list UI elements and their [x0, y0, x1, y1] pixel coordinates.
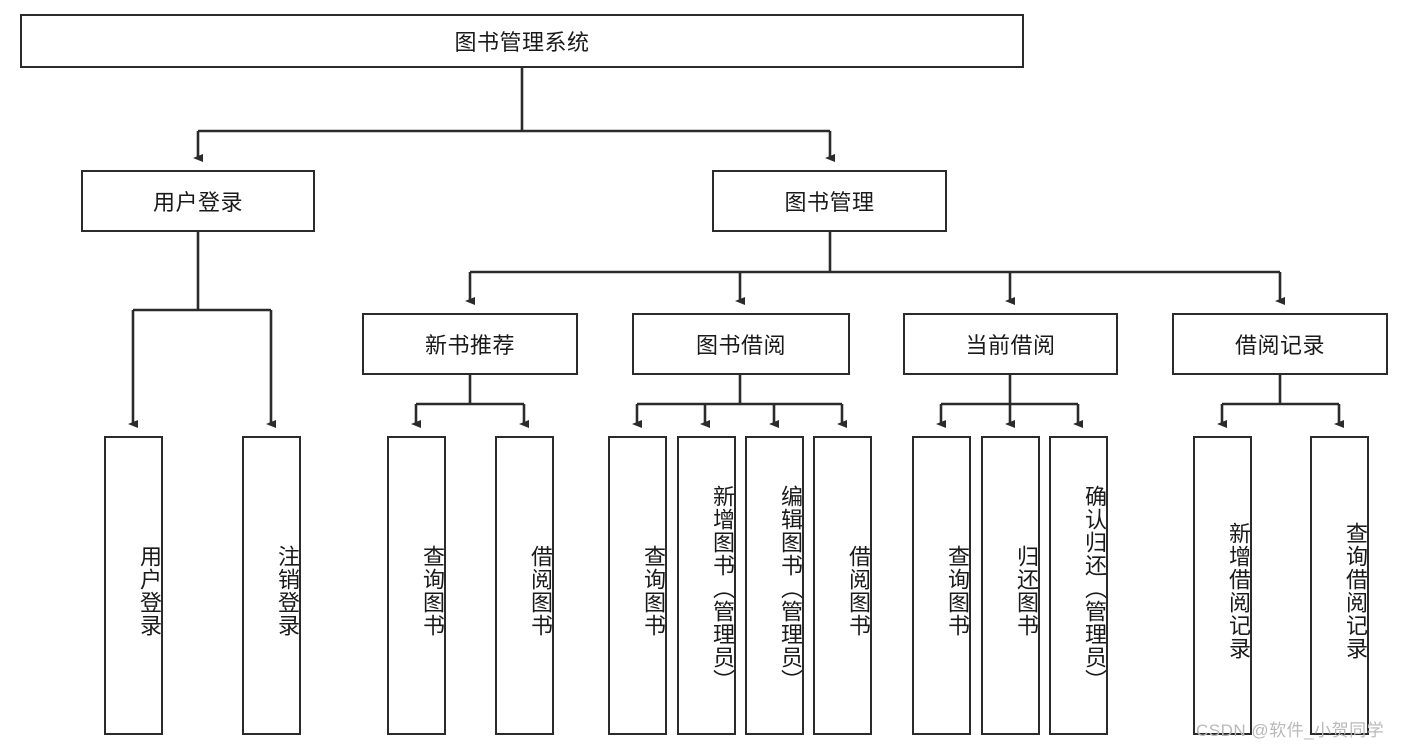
- node-label: 借阅图书: [846, 544, 871, 637]
- node-root[interactable]: 图书管理系统: [20, 14, 1024, 68]
- leaf-edit-book-admin[interactable]: 编辑图书（管理员）: [745, 436, 804, 735]
- node-label: 借阅记录: [1234, 333, 1325, 358]
- node-label: 新增借阅记录: [1226, 521, 1251, 660]
- node-label: 注销登录: [275, 544, 300, 637]
- node-label: 查询图书: [945, 544, 970, 637]
- leaf-query-book-borrow[interactable]: 查询图书: [608, 436, 667, 735]
- node-label: 图书借阅: [695, 333, 786, 358]
- leaf-add-book-admin[interactable]: 新增图书（管理员）: [677, 436, 736, 735]
- leaf-query-book-current[interactable]: 查询图书: [912, 436, 971, 735]
- node-label: 新增图书（管理员）: [710, 485, 735, 692]
- node-label: 查询图书: [420, 544, 445, 637]
- node-new-book-recommend[interactable]: 新书推荐: [362, 313, 578, 375]
- leaf-user-login[interactable]: 用户登录: [104, 436, 163, 735]
- node-label: 查询借阅记录: [1343, 521, 1368, 660]
- node-label: 图书管理: [784, 190, 875, 215]
- node-borrow-record[interactable]: 借阅记录: [1172, 313, 1388, 375]
- leaf-query-book-recommend[interactable]: 查询图书: [387, 436, 446, 735]
- node-label: 用户登录: [137, 544, 162, 637]
- node-label: 借阅图书: [528, 544, 553, 637]
- leaf-return-book[interactable]: 归还图书: [981, 436, 1040, 735]
- node-current-borrow[interactable]: 当前借阅: [903, 313, 1118, 375]
- node-user-login[interactable]: 用户登录: [81, 170, 315, 232]
- leaf-query-borrow-record[interactable]: 查询借阅记录: [1310, 436, 1369, 735]
- leaf-logout-login[interactable]: 注销登录: [242, 436, 301, 735]
- leaf-confirm-return-admin[interactable]: 确认归还（管理员）: [1049, 436, 1108, 735]
- node-label: 查询图书: [641, 544, 666, 637]
- node-label: 归还图书: [1014, 544, 1039, 637]
- node-label: 新书推荐: [424, 333, 515, 358]
- node-book-management[interactable]: 图书管理: [712, 170, 947, 232]
- leaf-borrow-book-recommend[interactable]: 借阅图书: [495, 436, 554, 735]
- node-label: 用户登录: [152, 190, 243, 215]
- csdn-watermark: CSDN @软件_小贺同学: [1196, 721, 1385, 740]
- node-label: 编辑图书（管理员）: [778, 485, 803, 692]
- node-book-borrow[interactable]: 图书借阅: [632, 313, 850, 375]
- leaf-add-borrow-record[interactable]: 新增借阅记录: [1193, 436, 1252, 735]
- node-label: 图书管理系统: [454, 30, 590, 55]
- node-label: 确认归还（管理员）: [1082, 485, 1107, 692]
- leaf-borrow-book[interactable]: 借阅图书: [813, 436, 872, 735]
- node-label: 当前借阅: [965, 333, 1056, 358]
